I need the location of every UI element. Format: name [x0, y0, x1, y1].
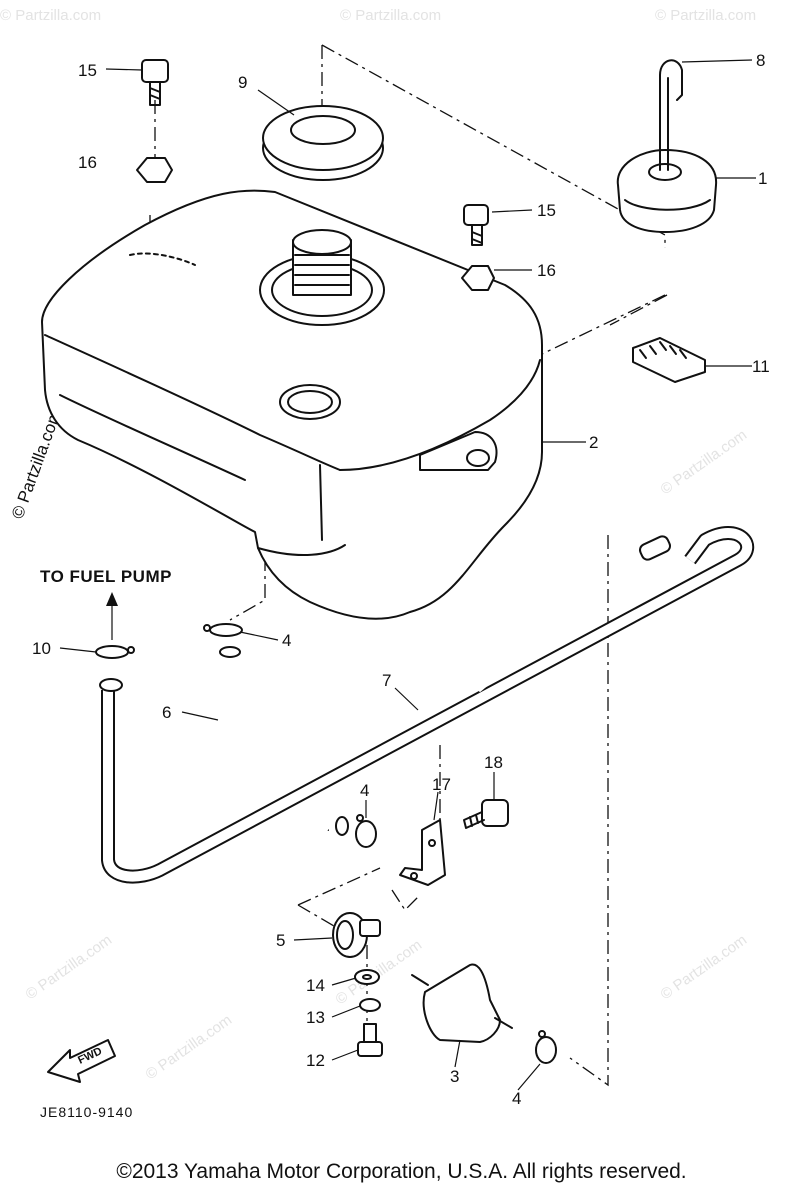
callout-3: 3 [450, 1067, 459, 1086]
hose-clip[interactable] [355, 814, 377, 848]
spring-washer[interactable] [359, 998, 381, 1012]
damper[interactable] [632, 337, 706, 383]
collar[interactable] [136, 157, 173, 183]
to-fuel-pump-label: TO FUEL PUMP [40, 567, 172, 586]
callout-4: 4 [512, 1089, 521, 1108]
fwd-arrow-icon: FWD [47, 1039, 116, 1083]
bracket[interactable] [399, 819, 446, 886]
hose-7[interactable] [99, 526, 755, 884]
callout-15: 15 [78, 61, 97, 80]
callouts: 15 16 9 8 1 15 16 11 2 4 10 6 7 4 17 18 … [32, 51, 770, 1108]
bolt[interactable] [357, 1023, 383, 1057]
leaders [59, 59, 756, 1091]
callout-7: 7 [382, 671, 391, 690]
copyright-notice: ©2013 Yamaha Motor Corporation, U.S.A. A… [116, 1160, 687, 1183]
callout-6: 6 [162, 703, 171, 722]
callout-16: 16 [78, 153, 97, 172]
fuel-filter[interactable] [411, 963, 513, 1043]
watermark: © Partzilla.com [658, 931, 751, 1003]
watermark: © Partzilla.com [23, 931, 116, 1003]
fuel-tank-exploded-view: © Partzilla.com © Partzilla.com © Partzi… [0, 7, 770, 1120]
callout-16: 16 [537, 261, 556, 280]
callout-1: 1 [758, 169, 767, 188]
callout-14: 14 [306, 976, 325, 995]
fuel-cap[interactable] [616, 59, 718, 233]
callout-5: 5 [276, 931, 285, 950]
hose-clip[interactable] [95, 645, 135, 659]
clamp[interactable] [332, 912, 381, 958]
callout-9: 9 [238, 73, 247, 92]
callout-12: 12 [306, 1051, 325, 1070]
collar[interactable] [461, 265, 495, 291]
diagram-code: JE8110-9140 [40, 1104, 133, 1120]
callout-4: 4 [282, 631, 291, 650]
washer[interactable] [354, 969, 380, 985]
hose-clip[interactable] [535, 1030, 557, 1064]
watermark: © Partzilla.com [143, 1011, 236, 1083]
callout-2: 2 [589, 433, 598, 452]
callout-8: 8 [756, 51, 765, 70]
callout-17: 17 [432, 775, 451, 794]
hose-clip[interactable] [203, 623, 243, 637]
watermark: © Partzilla.com [658, 426, 751, 498]
hose-6[interactable] [216, 646, 349, 836]
watermark: © Partzilla.com [655, 7, 756, 24]
callout-13: 13 [306, 1008, 325, 1027]
callout-11: 11 [752, 357, 770, 376]
callout-4: 4 [360, 781, 369, 800]
callout-18: 18 [484, 753, 503, 772]
cap-seal[interactable] [262, 105, 384, 181]
watermark-vertical: © Partzilla.com [8, 407, 65, 521]
watermark: © Partzilla.com [0, 7, 101, 24]
watermark: © Partzilla.com [340, 7, 441, 24]
callout-15: 15 [537, 201, 556, 220]
bolt[interactable] [141, 59, 169, 106]
bolt[interactable] [463, 799, 509, 829]
callout-10: 10 [32, 639, 51, 658]
bolt[interactable] [463, 204, 489, 246]
fuel-tank[interactable] [41, 189, 543, 620]
